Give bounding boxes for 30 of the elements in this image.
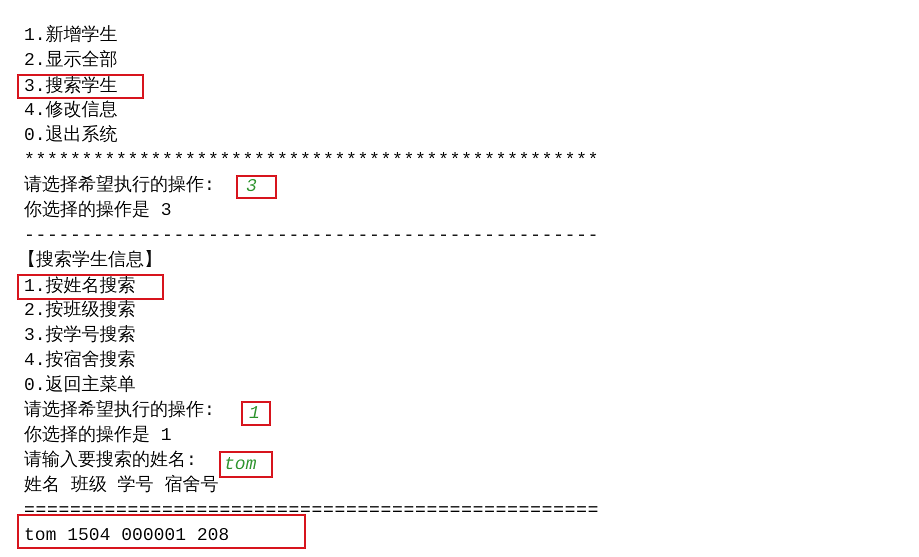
console-text: 你选择的操作是 1 <box>24 424 172 448</box>
separator-line: ************************************************** <box>24 150 600 173</box>
console-text: 2.显示全部 <box>24 49 118 73</box>
separator-line: -------------------------------------------------- <box>24 225 600 248</box>
console-text: 请输入要搜索的姓名: <box>24 449 197 473</box>
console-text: 3.搜索学生 <box>24 76 118 98</box>
console-text: 1.按姓名搜索 <box>24 276 136 298</box>
highlight-box <box>17 514 306 549</box>
console-text: 你选择的操作是 3 <box>24 199 172 223</box>
console-text: 4.修改信息 <box>24 99 118 123</box>
highlight-box <box>241 401 271 426</box>
console-text: 0.退出系统 <box>24 124 118 148</box>
console-text: 0.返回主菜单 <box>24 374 136 398</box>
console-text: 1.新增学生 <box>24 24 118 48</box>
console-text: 3.按学号搜索 <box>24 324 136 348</box>
input-value: 1 <box>249 402 260 424</box>
input-value: tom <box>224 454 256 476</box>
highlight-box <box>219 451 273 478</box>
separator-line: ================================================== <box>24 500 600 523</box>
console-text: 2.按班级搜索 <box>24 299 136 323</box>
highlight-box <box>236 175 277 199</box>
input-value: 3 <box>246 176 257 198</box>
console-text: 请选择希望执行的操作: <box>24 399 215 423</box>
console-text: 【搜索学生信息】 <box>18 249 162 273</box>
console-text: 请选择希望执行的操作: <box>24 174 215 198</box>
console-text: 4.按宿舍搜索 <box>24 349 136 373</box>
highlight-box <box>17 274 164 300</box>
console-text: 姓名 班级 学号 宿舍号 <box>24 474 218 498</box>
highlight-box <box>17 74 144 99</box>
console-text: tom 1504 000001 208 <box>24 525 230 547</box>
